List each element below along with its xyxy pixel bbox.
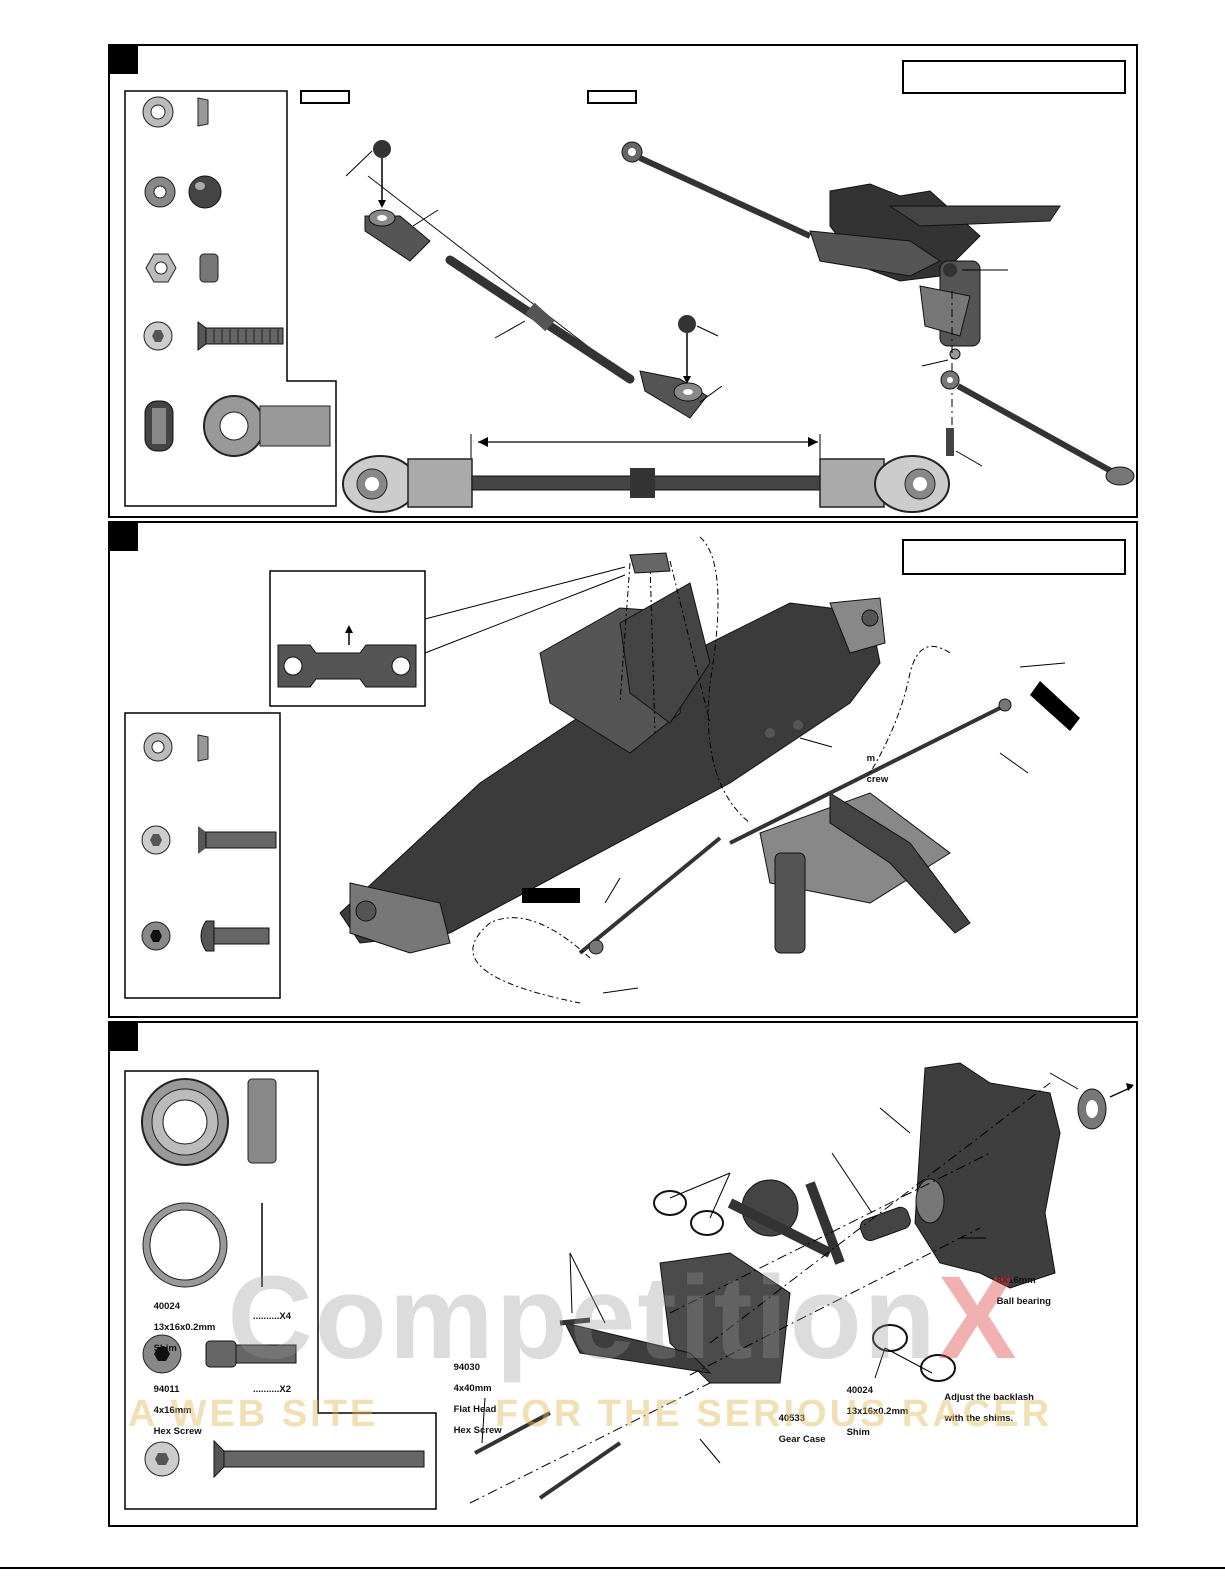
watermark-brand-main: Competition — [227, 1252, 938, 1384]
callout-desc: Shim — [846, 1426, 870, 1438]
watermark-tagline-right: FOR THE SERIOUS RACER — [495, 1393, 1053, 1435]
sub-label-box-left — [300, 90, 350, 104]
step-number-box — [110, 523, 138, 551]
ball-bearing-icon — [141, 1078, 277, 1166]
step-number-box — [110, 1023, 138, 1051]
partial-label-line2: crew — [866, 773, 889, 785]
watermark-brand-x: X — [937, 1252, 1019, 1384]
callout-size: 4x40mm — [453, 1382, 492, 1394]
step-title-box — [902, 60, 1126, 94]
step-number-box — [110, 46, 138, 74]
callout-flat-screw: 94030 4x40mm Flat Head Hex Screw — [443, 1352, 502, 1447]
step-panel-1 — [108, 44, 1138, 518]
watermark-tagline-left: A WEB SITE — [128, 1393, 379, 1435]
washer-icon — [142, 96, 209, 128]
part-code: 40024 — [153, 1300, 180, 1312]
callout-desc2: Hex Screw — [453, 1424, 502, 1436]
part-94011-qty: ..........X2 — [253, 1384, 292, 1395]
watermark-brand: CompetitionX — [128, 1258, 1118, 1378]
shim-icon — [142, 1202, 263, 1288]
partial-label-line1: m — [866, 752, 876, 764]
step2-drawing — [124, 536, 1080, 1004]
callout-desc: Gear Case — [778, 1433, 826, 1445]
step3-drawing — [124, 1062, 1134, 1510]
callout-size: 8X16mm — [996, 1274, 1036, 1286]
step1-drawing — [124, 90, 1135, 513]
part-40024-label: 40024 13x16x0.2mm Shim — [143, 1291, 216, 1365]
sub-label-box-right — [587, 90, 637, 104]
part-desc: Shim — [153, 1342, 177, 1354]
button-head-screw-icon — [141, 920, 270, 952]
callout-gear-case: 40533 Gear Case — [768, 1403, 826, 1456]
callout-desc: Ball bearing — [996, 1295, 1051, 1307]
washer-icon — [143, 732, 209, 762]
ball-stud-icon — [144, 175, 222, 209]
flat-head-screw-icon — [143, 321, 284, 351]
note-line2: with the shims. — [944, 1412, 1014, 1424]
step-panel-3: 40024 13x16x0.2mm Shim ..........X4 9401… — [108, 1021, 1138, 1527]
hex-screw-icon — [142, 1334, 297, 1374]
callout-shim: 40024 13x16x0.2mm Shim — [836, 1375, 909, 1449]
flat-head-screw-icon — [141, 825, 277, 855]
nut-icon — [145, 253, 219, 283]
part-94011-label: 94011 4x16mm Hex Screw — [143, 1374, 202, 1448]
callout-code: 40533 — [778, 1412, 805, 1424]
callout-size: 13x16x0.2mm — [846, 1405, 909, 1417]
callout-code: 94030 — [453, 1361, 480, 1373]
part-size: 4x16mm — [153, 1404, 192, 1416]
note-line1: Adjust the backlash — [944, 1391, 1034, 1403]
flat-head-screw-icon — [144, 1439, 425, 1479]
callout-bearing: 8X16mm Ball bearing — [986, 1265, 1051, 1318]
part-40024-qty: ..........X4 — [253, 1311, 292, 1322]
partial-label: m crew — [856, 743, 889, 796]
callout-backlash-note: Adjust the backlash with the shims. — [934, 1382, 1034, 1435]
callout-code: 40024 — [846, 1384, 873, 1396]
rod-end-icon — [144, 395, 331, 457]
step-title-box — [902, 539, 1126, 575]
part-size: 13x16x0.2mm — [153, 1321, 216, 1333]
part-desc: Hex Screw — [153, 1425, 202, 1437]
step-panel-2: m crew — [108, 521, 1138, 1018]
part-code: 94011 — [153, 1383, 180, 1395]
page-footer-rule — [0, 1567, 1225, 1569]
callout-desc1: Flat Head — [453, 1403, 497, 1415]
